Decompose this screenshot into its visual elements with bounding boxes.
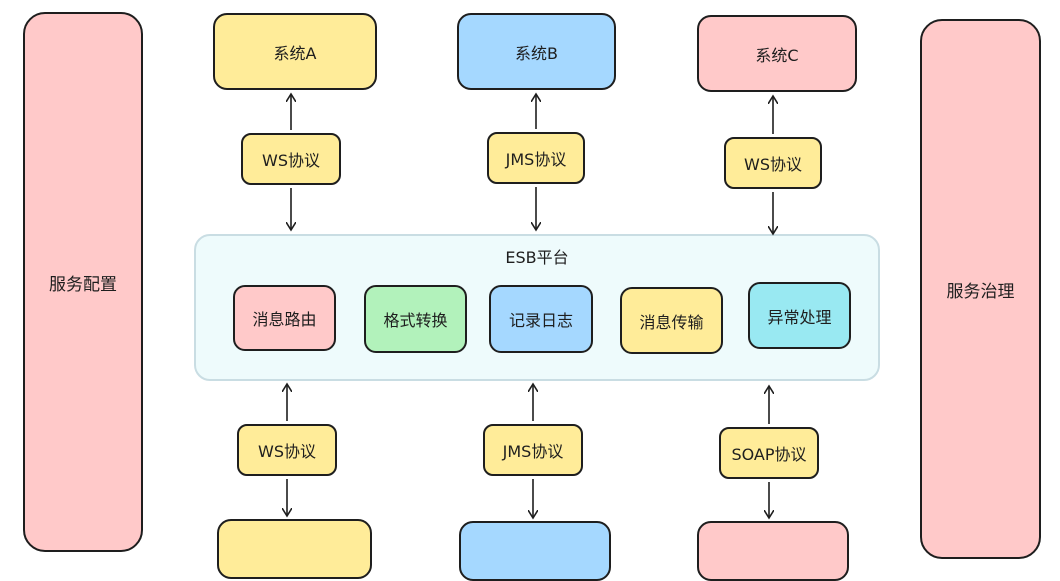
service-config-panel: 服务配置 <box>23 12 143 552</box>
system-b-box: 系统B <box>457 13 616 90</box>
system-b-label: 系统B <box>515 43 558 63</box>
esb-module-logging: 记录日志 <box>489 285 593 353</box>
esb-module-exception: 异常处理 <box>748 282 851 349</box>
connector-arrows <box>0 0 1060 527</box>
bottom-system-a-box <box>217 519 372 579</box>
top-protocol-c-label: WS协议 <box>744 155 802 174</box>
system-a-box: 系统A <box>213 13 377 90</box>
bottom-protocol-c-label: SOAP协议 <box>731 445 807 464</box>
bottom-protocol-c: SOAP协议 <box>719 427 819 479</box>
top-protocol-a-label: WS协议 <box>262 151 320 170</box>
service-config-label: 服务配置 <box>49 274 117 295</box>
top-protocol-a: WS协议 <box>241 133 341 185</box>
bottom-system-c-box <box>697 521 849 581</box>
esb-module-transport: 消息传输 <box>620 287 723 354</box>
top-protocol-b-label: JMS协议 <box>505 150 567 169</box>
esb-title: ESB平台 <box>505 248 569 267</box>
esb-module-format-label: 格式转换 <box>383 311 448 330</box>
system-a-label: 系统A <box>273 43 317 63</box>
service-governance-panel: 服务治理 <box>920 19 1041 559</box>
bottom-system-b-box <box>459 521 611 581</box>
esb-module-exception-label: 异常处理 <box>767 307 832 327</box>
bottom-protocol-b-label: JMS协议 <box>502 442 564 461</box>
esb-module-routing-label: 消息路由 <box>252 310 317 329</box>
esb-module-transport-label: 消息传输 <box>639 312 704 332</box>
system-c-label: 系统C <box>755 45 799 65</box>
esb-module-format: 格式转换 <box>364 285 467 353</box>
bottom-protocol-a: WS协议 <box>237 424 337 476</box>
bottom-protocol-b: JMS协议 <box>483 424 583 476</box>
bottom-protocol-a-label: WS协议 <box>258 442 316 461</box>
system-c-box: 系统C <box>697 15 857 92</box>
esb-module-routing: 消息路由 <box>233 285 336 351</box>
esb-module-logging-label: 记录日志 <box>508 311 573 330</box>
top-protocol-c: WS协议 <box>724 137 822 189</box>
service-governance-label: 服务治理 <box>946 281 1015 302</box>
top-protocol-b: JMS协议 <box>487 132 585 184</box>
